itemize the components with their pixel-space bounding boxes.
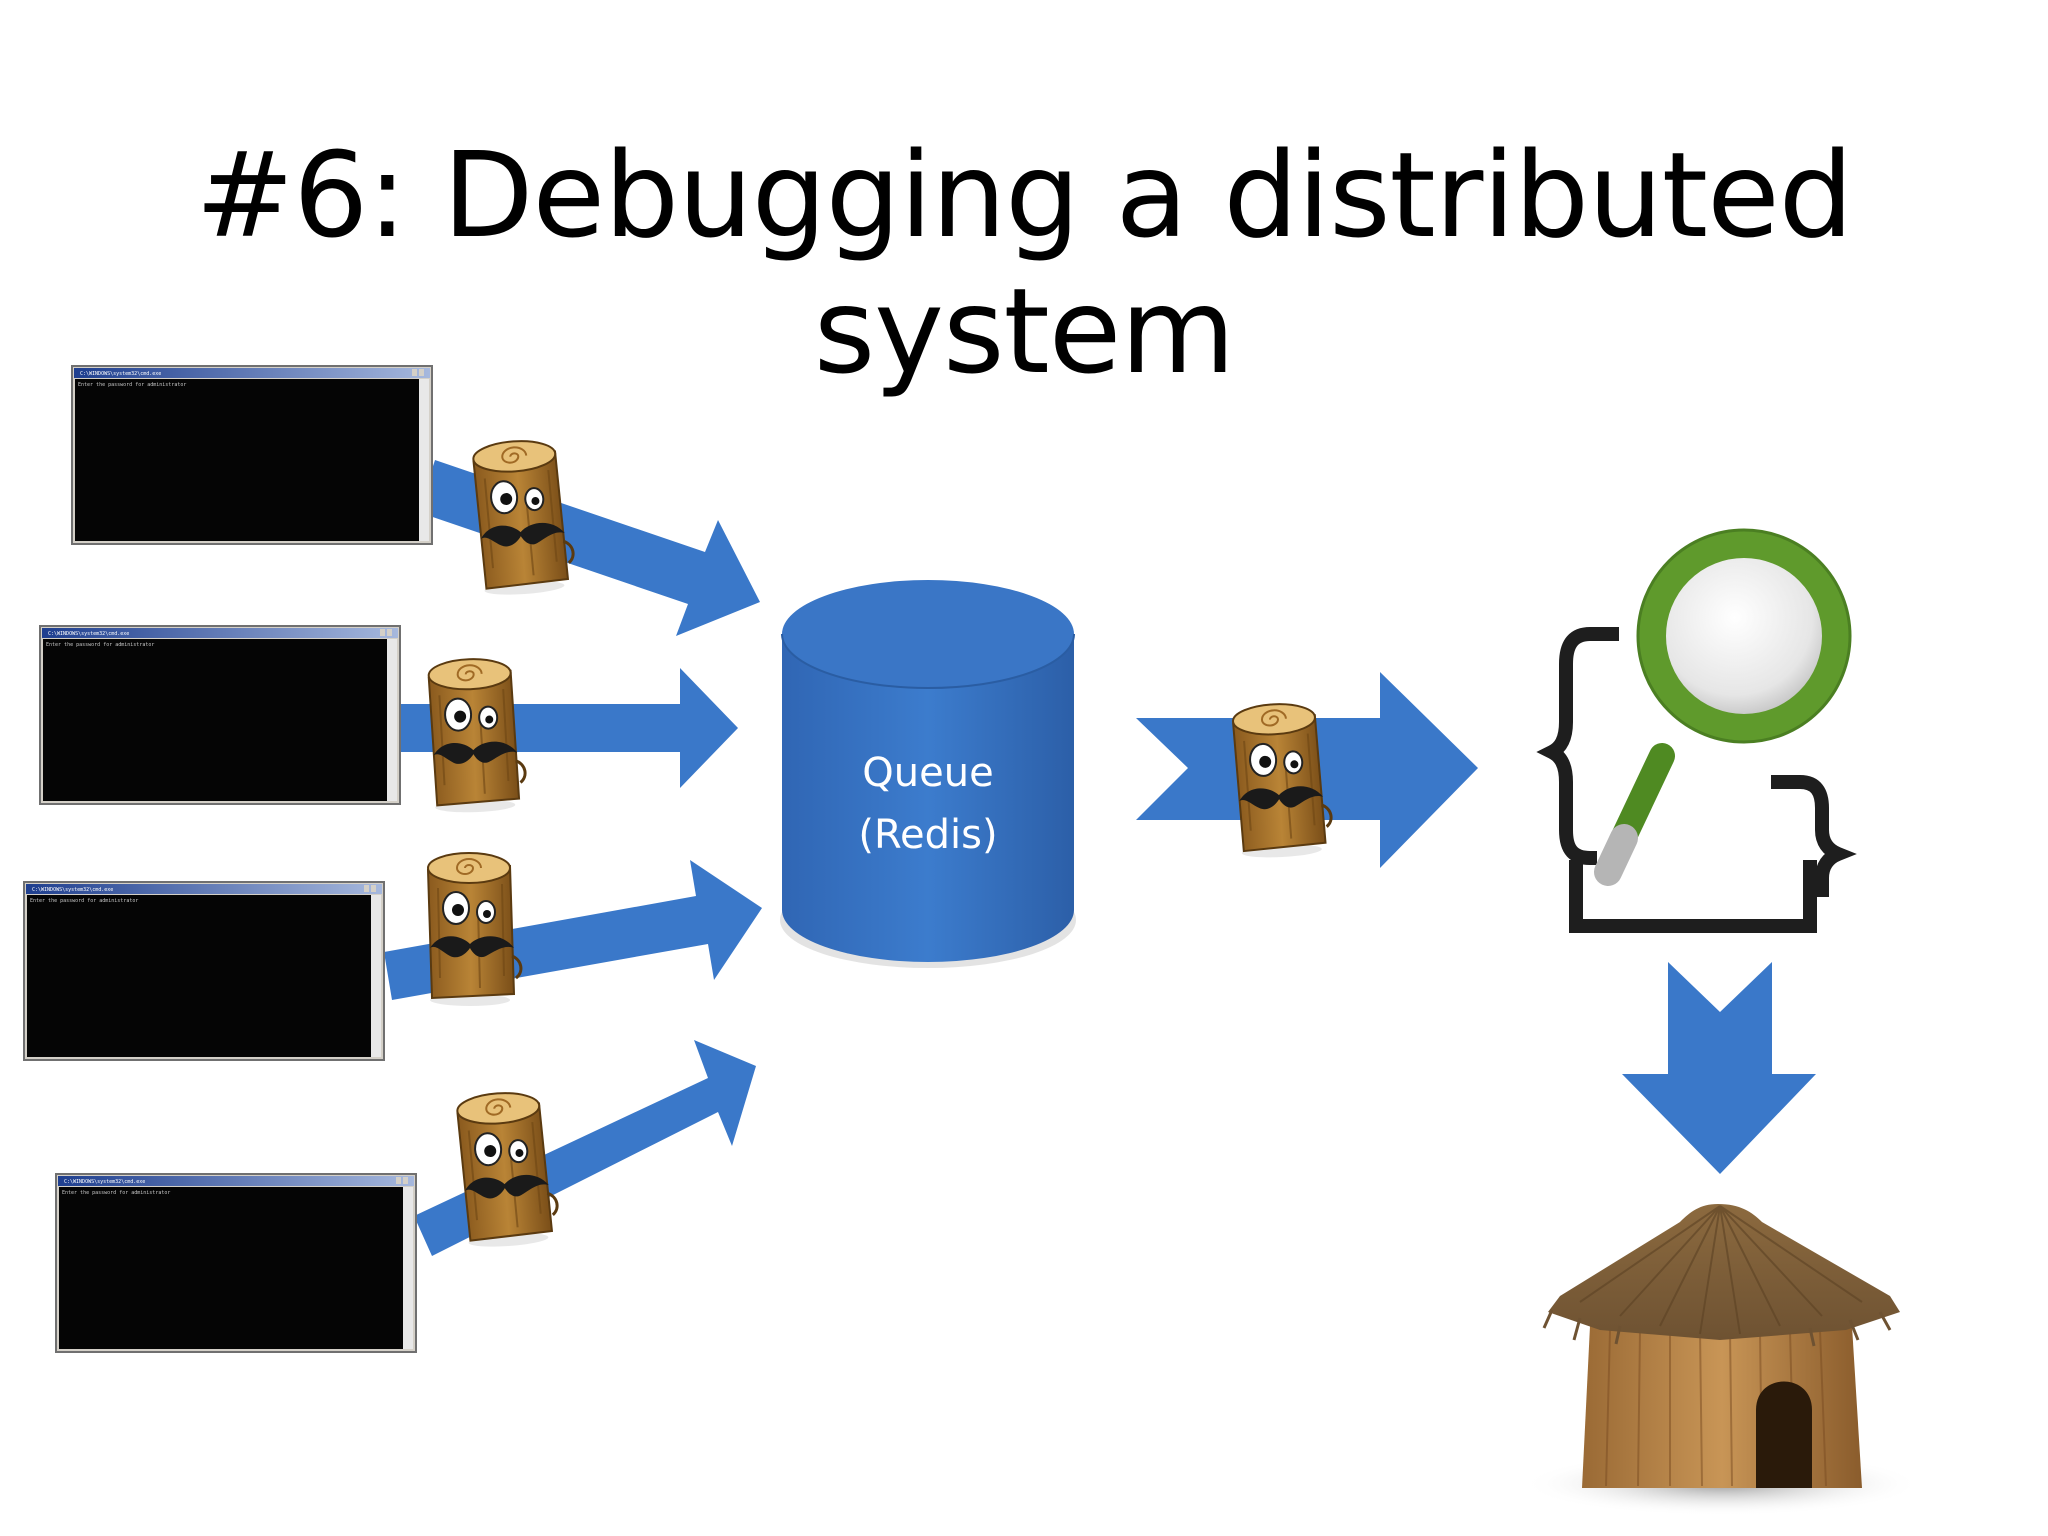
log-mascot-icon xyxy=(426,851,523,1008)
slide-title: #6: Debugging a distributed system xyxy=(195,126,1853,400)
svg-text:Enter the password for adminis: Enter the password for administrator xyxy=(78,382,186,388)
queue-label: Queue xyxy=(862,750,993,796)
svg-text:C:\WINDOWS\system32\cmd.exe: C:\WINDOWS\system32\cmd.exe xyxy=(64,1179,145,1185)
log-mascot-icon xyxy=(426,655,528,816)
svg-text:C:\WINDOWS\system32\cmd.exe: C:\WINDOWS\system32\cmd.exe xyxy=(80,371,161,377)
queue-cylinder: Queue (Redis) xyxy=(780,580,1076,968)
elasticsearch-magnifier-icon xyxy=(1536,528,1857,933)
svg-text:C:\WINDOWS\system32\cmd.exe: C:\WINDOWS\system32\cmd.exe xyxy=(32,887,113,893)
terminal-window-2: C:\WINDOWS\system32\cmd.exe Enter the pa… xyxy=(39,625,401,805)
log-mascot-icon xyxy=(470,436,578,599)
arrow-terminal-1-to-queue xyxy=(418,460,760,636)
svg-text:Enter the password for adminis: Enter the password for administrator xyxy=(46,642,154,648)
terminal-window-4: C:\WINDOWS\system32\cmd.exe Enter the pa… xyxy=(55,1173,417,1353)
arrow-search-to-dashboard xyxy=(1622,962,1816,1174)
svg-text:C:\WINDOWS\system32\cmd.exe: C:\WINDOWS\system32\cmd.exe xyxy=(48,631,129,637)
kibana-hut-icon xyxy=(1522,1204,1922,1516)
terminal-window-3: C:\WINDOWS\system32\cmd.exe Enter the pa… xyxy=(23,881,385,1061)
terminal-window-1: C:\WINDOWS\system32\cmd.exe Enter the pa… xyxy=(71,365,433,545)
log-mascot-icon xyxy=(454,1088,562,1251)
svg-text:Enter the password for adminis: Enter the password for administrator xyxy=(62,1190,170,1196)
svg-text:Enter the password for adminis: Enter the password for administrator xyxy=(30,898,138,904)
arrow-terminal-2-to-queue xyxy=(400,668,738,788)
queue-sublabel: (Redis) xyxy=(858,812,997,858)
